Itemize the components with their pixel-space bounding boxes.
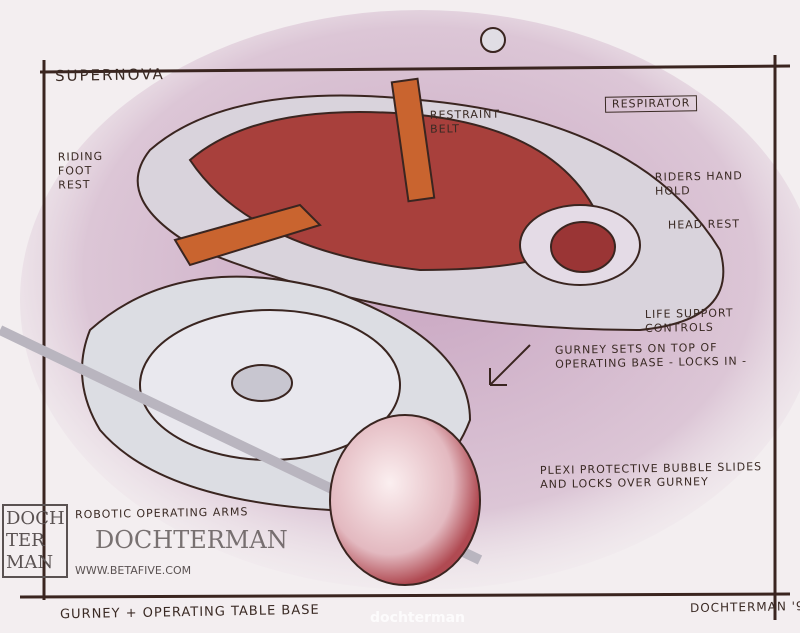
watermark-logo: DOCH TER MAN [2,504,68,578]
label-life-support: Life Support Controls [644,306,734,335]
sketch-title: Supernova [54,65,165,85]
plexi-bubble [329,414,481,586]
watermark-name: DOCHTERMAN [95,526,288,554]
gurney [136,77,725,332]
label-restraint-belt: Restraint Belt [429,107,501,136]
label-riding-foot-rest: Riding Foot Rest [57,149,104,192]
label-riders-hand-hold: Riders Hand Hold [654,169,743,198]
label-respirator: Respirator [604,95,698,113]
label-head-rest: Head Rest [667,217,741,232]
frame-lines [19,55,791,620]
label-plexi-bubble: Plexi protective bubble slides and locks… [539,460,763,492]
watermark-url: WWW.BETAFIVE.COM [75,564,192,577]
arrow-down-icon [489,344,531,386]
signature: Dochterman '98 [689,598,800,616]
watermark-overlay: dochterman [370,610,465,626]
label-gurney-sets: Gurney sets on top of operating base - l… [554,340,748,371]
respirator-device [480,27,506,53]
